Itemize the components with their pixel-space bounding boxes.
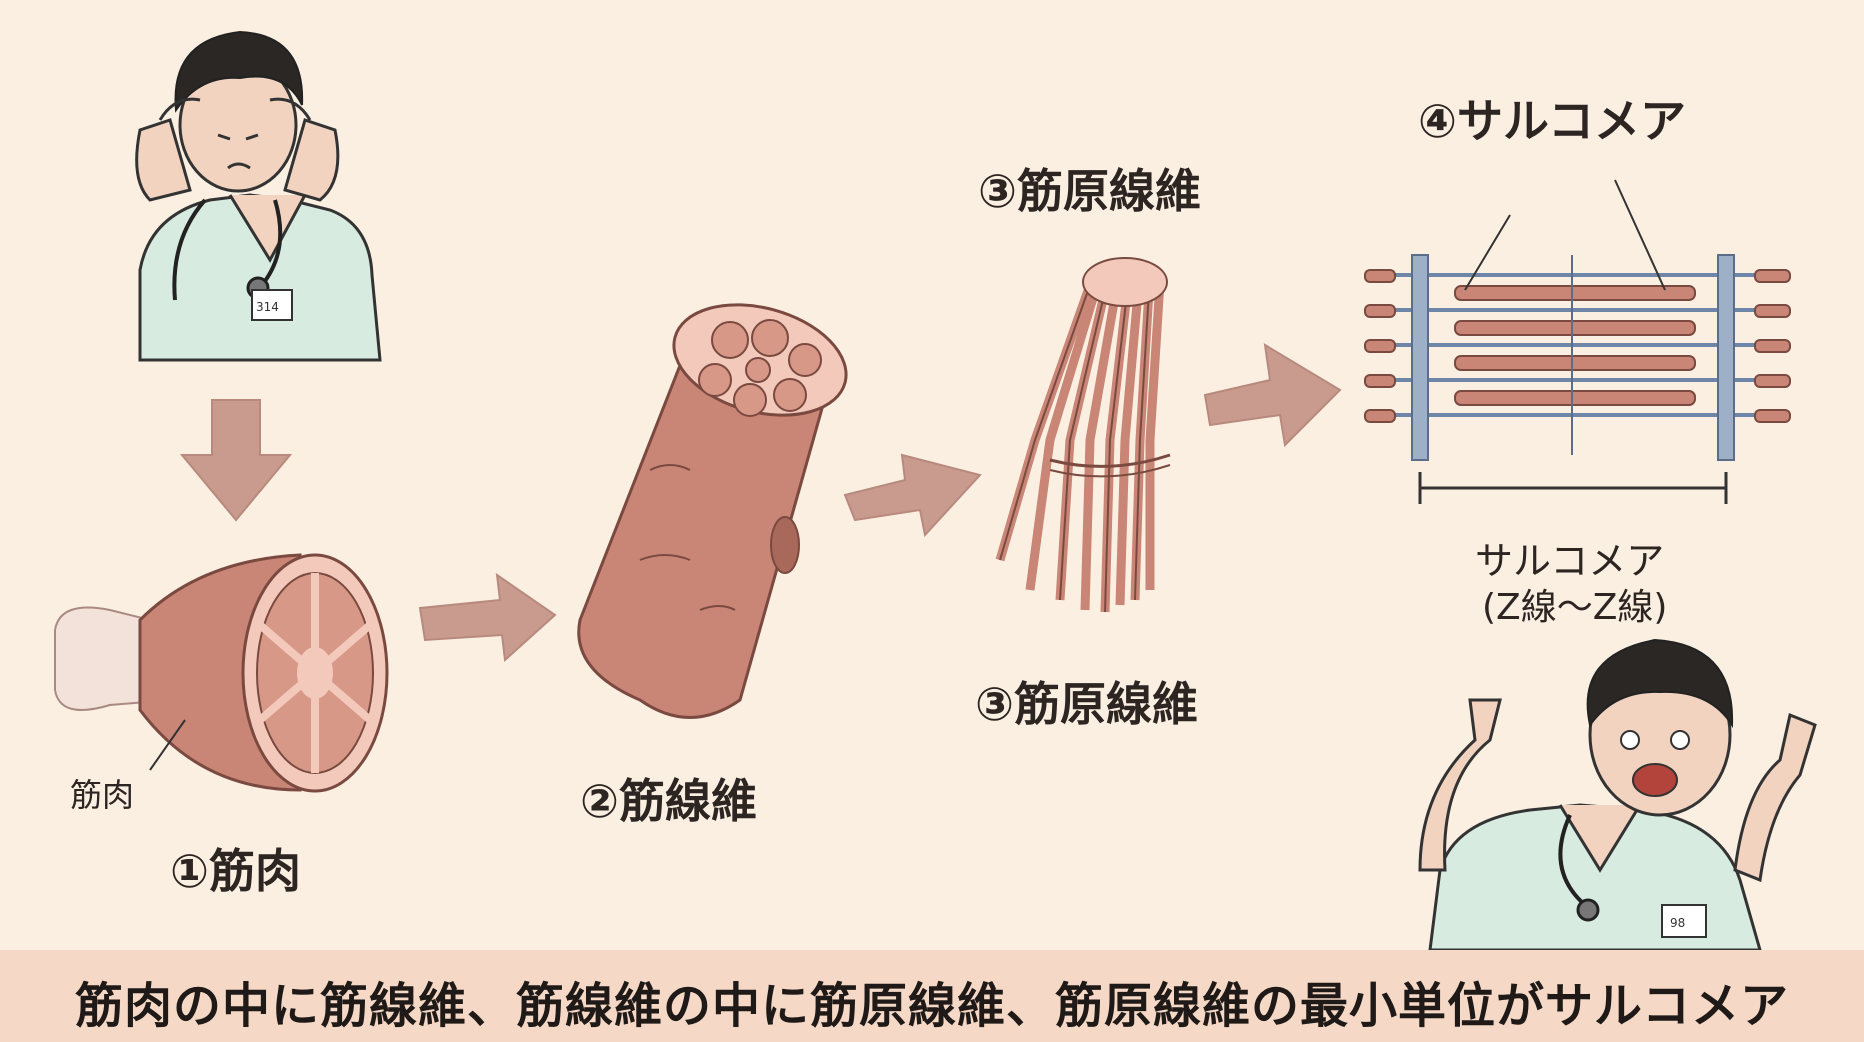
right-arrow-icon-3 [1203,343,1342,448]
top-nurse-badge: 314 [256,300,279,314]
stressed-nurse-illustration: 314 [135,30,382,362]
muscle-small-label: 筋肉 [70,776,135,814]
sarcomere-range-label: (Z線〜Z線) [1482,587,1668,628]
muscle-fiber-illustration [577,303,848,719]
muscle-illustration [54,553,389,793]
step3-bottom-label: ③筋原線維 [969,668,1204,736]
step4-label: ④サルコメア [1412,85,1693,153]
bottom-nurse-badge: 98 [1670,916,1685,930]
myofibril-bundle-illustration [995,257,1171,613]
step1-label: ①筋肉 [164,835,307,903]
surprised-nurse-illustration: 98 [1418,638,1817,952]
sarcomere-name-label: サルコメア [1475,539,1665,583]
caption-bar [0,950,1864,1042]
step2-label: ②筋線維 [574,765,763,833]
sarcomere-illustration [1364,179,1791,504]
right-arrow-icon-1 [418,572,557,663]
right-arrow-icon-2 [843,453,982,538]
down-arrow-icon [179,399,293,522]
caption-text: 筋肉の中に筋線維、筋線維の中に筋原線維、筋原線維の最小単位がサルコメア [74,978,1790,1034]
step3-top-label: ③筋原線維 [972,155,1207,223]
